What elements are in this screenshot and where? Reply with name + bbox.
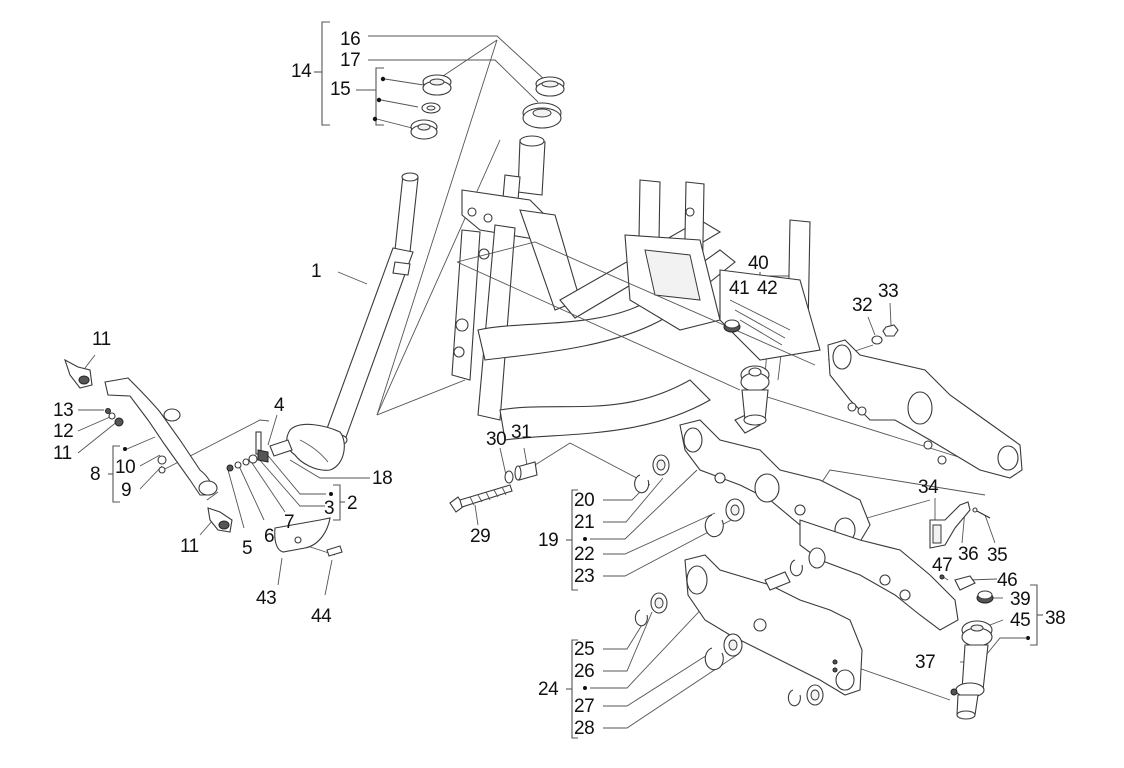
- callout-26: 25: [574, 639, 595, 660]
- nut-42: [723, 319, 741, 333]
- swing-arm-middle: [679, 411, 871, 546]
- callout-48: 47: [932, 555, 953, 576]
- callout-38: 37: [915, 652, 936, 673]
- frame: [451, 135, 821, 441]
- washer-31: [504, 470, 514, 484]
- screw-45: [326, 545, 343, 557]
- steering-column-1: [286, 172, 419, 471]
- callout-4: 4: [274, 395, 285, 416]
- callout-18: 17: [340, 50, 361, 71]
- callout-32: 31: [511, 422, 532, 443]
- callout-39: 38: [1045, 608, 1066, 629]
- bracket-8: [108, 445, 127, 503]
- callout-23: 22: [574, 544, 595, 565]
- callout-28: 27: [574, 696, 595, 717]
- bearing-24: [725, 498, 745, 522]
- callout-11-bottom: 11: [180, 536, 199, 557]
- callout-12: 11: [53, 443, 72, 464]
- pivot-43: [740, 365, 770, 426]
- bracket-35: [929, 501, 971, 549]
- callout-14: 13: [53, 400, 74, 421]
- callout-22: 21: [574, 512, 595, 533]
- swing-arm-upper-right: [827, 339, 1023, 479]
- clip-47: [954, 575, 976, 591]
- callout-29: 28: [574, 718, 595, 739]
- bearing-27: [650, 592, 668, 614]
- bracket-39: [1026, 584, 1043, 646]
- washer-33: [871, 335, 883, 345]
- circlip-28: [704, 647, 724, 671]
- handle-arm-8: [104, 377, 218, 496]
- circlip-26: [634, 609, 648, 627]
- bearing-29: [723, 633, 743, 657]
- callout-10: 10: [115, 457, 136, 478]
- swing-arm-middle-extension: [799, 519, 959, 631]
- callout-30: 29: [470, 526, 491, 547]
- circlip-21: [634, 474, 650, 494]
- circlip-23: [704, 514, 724, 538]
- rubber-mount-11-bottom: [207, 507, 233, 533]
- callout-25: 24: [538, 679, 559, 700]
- circlip-middle-right: [789, 559, 803, 577]
- callout-6: 6: [264, 526, 275, 547]
- callout-43: 42: [757, 278, 778, 299]
- ring-17-18: [522, 76, 565, 129]
- rubber-mount-11-top: [64, 358, 93, 389]
- callout-11-top: 11: [92, 329, 111, 350]
- pin-36-37: [972, 507, 991, 519]
- footrest-bracket-44: [274, 517, 331, 553]
- callout-9: 9: [121, 480, 132, 501]
- callout-34: 33: [878, 281, 899, 302]
- callout-20: 19: [538, 530, 559, 551]
- screw-48: [939, 574, 945, 580]
- bearing-22: [652, 454, 670, 476]
- callout-24: 23: [574, 566, 595, 587]
- spacer-32: [514, 461, 538, 481]
- callout-7: 7: [284, 512, 295, 533]
- callout-3: 3: [324, 498, 335, 519]
- callout-44: 43: [256, 588, 277, 609]
- bracket-16: [356, 67, 386, 126]
- small-hardware-12-14: [105, 408, 124, 427]
- callout-42: 41: [729, 278, 750, 299]
- callout-37: 36: [958, 544, 979, 565]
- callout-47: 46: [997, 570, 1018, 591]
- callout-15: 14: [291, 61, 312, 82]
- bearing-set-16: [410, 74, 452, 140]
- callout-5: 5: [242, 538, 253, 559]
- callout-33: 32: [852, 295, 873, 316]
- callout-8: 8: [90, 464, 101, 485]
- callout-16: 15: [330, 79, 351, 100]
- callout-41: 40: [748, 253, 769, 274]
- bracket-20: [566, 489, 587, 591]
- callout-21: 20: [574, 490, 595, 511]
- nut-40: [976, 590, 994, 604]
- callout-27: 26: [574, 661, 595, 682]
- callout-2: 2: [347, 493, 358, 514]
- bolt-30: [449, 484, 513, 513]
- callout-36: 35: [987, 545, 1008, 566]
- pin-stack-4-7: [226, 431, 293, 472]
- callout-31: 30: [486, 429, 507, 450]
- callout-35: 34: [918, 477, 939, 498]
- swing-arm-lower: [684, 554, 863, 696]
- callout-17: 16: [340, 29, 361, 50]
- kingpin-38: [950, 620, 993, 720]
- nut-34: [882, 324, 899, 337]
- callout-13: 12: [53, 421, 74, 442]
- callout-19: 18: [372, 468, 393, 489]
- bracket-25: [566, 639, 587, 739]
- bracket-15: [314, 21, 330, 126]
- bracket-2: [329, 484, 345, 521]
- bearing-circlip-lower-right: [787, 684, 824, 707]
- callout-1: 1: [311, 261, 322, 282]
- callout-45: 44: [311, 606, 332, 627]
- callout-40: 39: [1010, 589, 1031, 610]
- callout-46: 45: [1010, 610, 1031, 631]
